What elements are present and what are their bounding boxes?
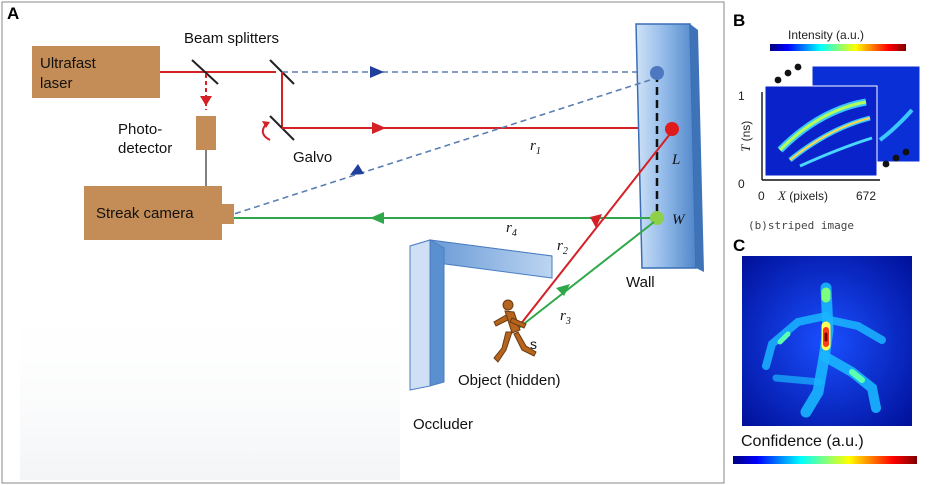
y-tick-top: 1 <box>738 89 745 103</box>
intensity-colorbar <box>770 44 906 51</box>
background-haze <box>20 290 400 480</box>
point-l-label: L <box>671 152 680 168</box>
occluder-side-edge <box>409 239 431 391</box>
stack-dot <box>892 154 900 162</box>
r2-arrow <box>590 214 602 228</box>
panel-letter-c: C <box>733 236 745 255</box>
confidence-colorbar <box>733 456 917 464</box>
streak-stripes <box>777 98 914 168</box>
beam-r2 <box>515 133 671 331</box>
r1-label: r1 <box>530 138 541 157</box>
panel-a-frame <box>1 1 725 484</box>
galvo-rotation-arrowhead <box>262 121 270 128</box>
point-w-label: W <box>672 212 686 228</box>
streak-camera-box <box>84 186 222 240</box>
beam-splitter-1 <box>191 59 219 85</box>
photodetector-label-line1: Photo- <box>118 121 162 138</box>
striped-image-caption: (b)striped image <box>748 219 854 232</box>
s-label: s <box>530 336 537 352</box>
stripe-frame-front <box>764 85 878 177</box>
laser-label-line2: laser <box>40 75 73 92</box>
x-axis-label: X (pixels) <box>777 188 828 203</box>
r4-arrow <box>370 212 384 224</box>
laser-label-line1: Ultrafast <box>40 55 97 72</box>
streak-camera-lens <box>222 204 234 224</box>
streak-camera-label: Streak camera <box>96 205 194 222</box>
panel-letter-b: B <box>733 11 745 30</box>
intensity-colorbar-title: Intensity (a.u.) <box>788 28 864 42</box>
occluder-label: Occluder <box>413 416 473 433</box>
x-tick-left: 0 <box>758 189 765 203</box>
r4-label: r4 <box>506 220 517 239</box>
wall <box>635 23 697 269</box>
confidence-figure <box>762 282 886 418</box>
ultrafast-laser-box <box>32 46 160 98</box>
r2-label: r2 <box>557 238 568 257</box>
occluder-front-wall <box>429 239 553 279</box>
stack-dot <box>794 63 802 71</box>
stack-dot <box>774 76 782 84</box>
beam-splitters-label: Beam splitters <box>184 30 279 47</box>
confidence-colorbar-title: Confidence (a.u.) <box>741 433 864 450</box>
photodetector-label-line2: detector <box>118 140 172 157</box>
photo-detector-box <box>196 116 216 150</box>
dashed-return-arrow <box>350 164 364 175</box>
wall-side <box>690 24 704 272</box>
dashed-return-beam <box>233 79 651 215</box>
panel-letter-a: A <box>7 4 19 23</box>
r1-arrow <box>372 122 386 134</box>
stack-dot <box>902 148 910 156</box>
stack-dot <box>784 69 792 77</box>
r3-label: r3 <box>560 308 571 327</box>
x-tick-right: 672 <box>856 189 876 203</box>
beam-r3 <box>515 221 655 331</box>
r3-arrow <box>556 284 570 296</box>
galvo-label: Galvo <box>293 149 332 166</box>
object-label: Object (hidden) <box>458 372 561 389</box>
occluder-side-wall <box>429 239 445 387</box>
wall-reference-point <box>650 66 664 80</box>
hidden-object-figure <box>493 299 537 363</box>
wall-label: Wall <box>626 274 655 291</box>
photodetector-arrow <box>200 96 212 106</box>
y-axis-label: T (ns) <box>738 121 753 152</box>
y-tick-bottom: 0 <box>738 177 745 191</box>
stack-dot <box>882 160 890 168</box>
dashed-beam-arrow <box>370 66 384 78</box>
laser-point-l <box>665 122 679 136</box>
